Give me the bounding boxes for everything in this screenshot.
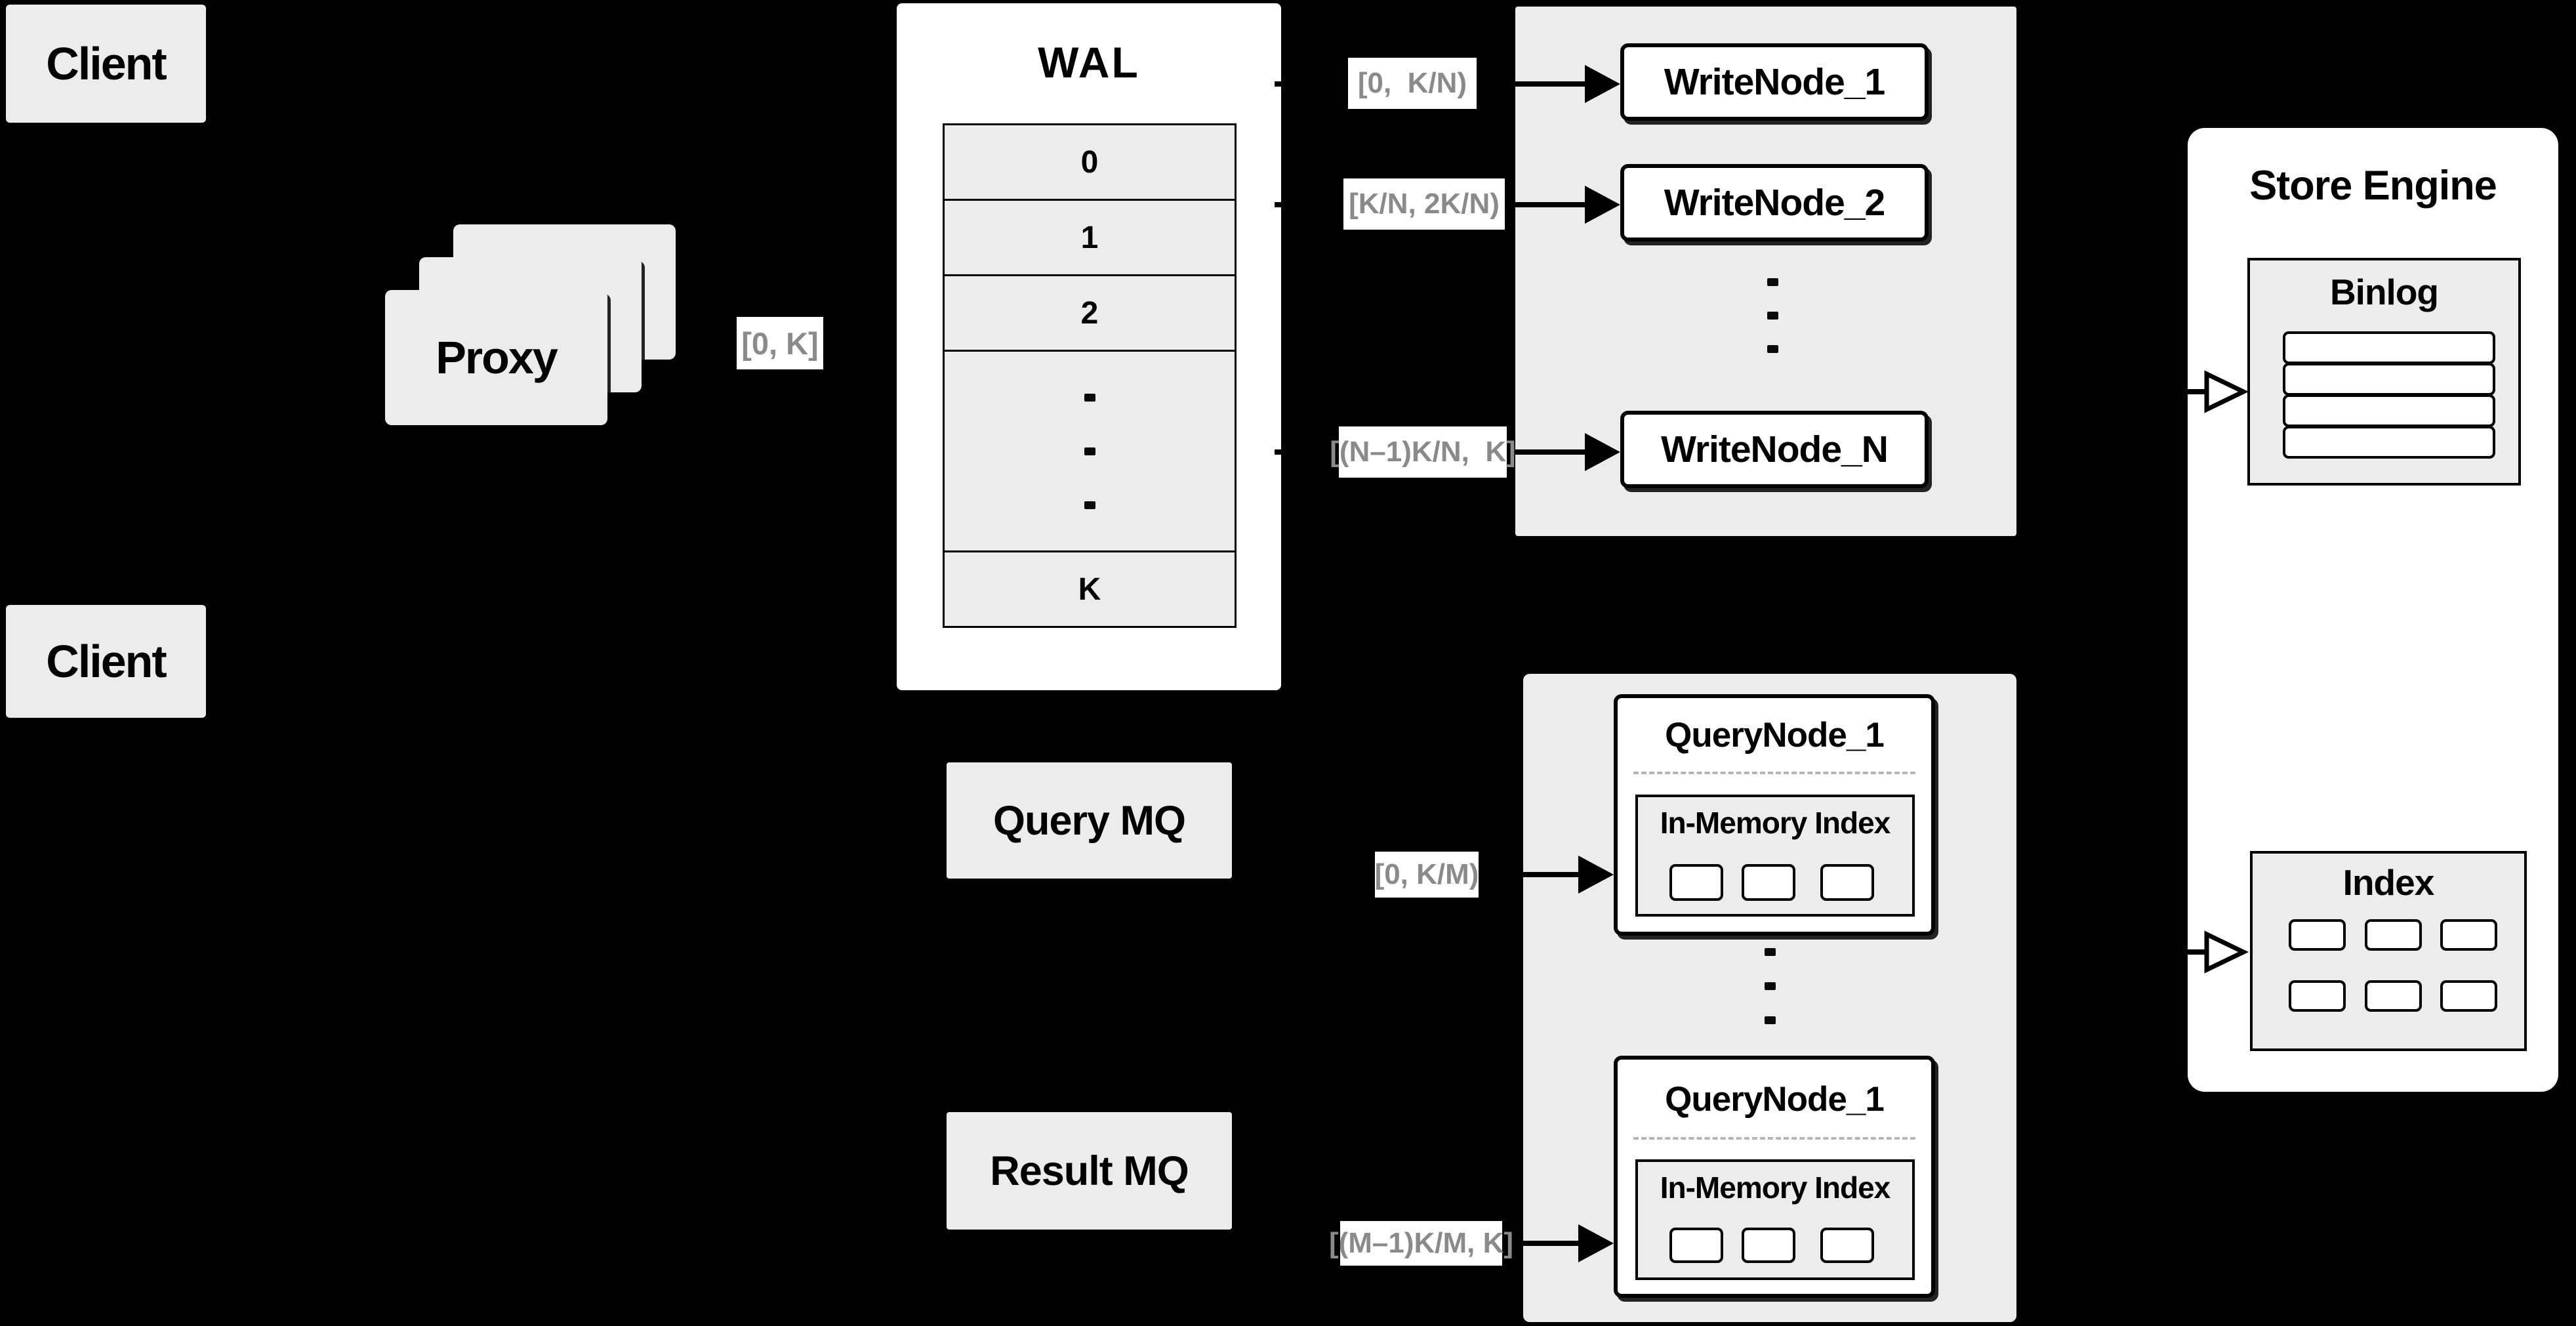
index-cell (2289, 980, 2346, 1012)
divider-dashed (1633, 772, 1915, 774)
index-cell (2440, 919, 2497, 951)
ellipsis-icon (1084, 393, 1095, 402)
wal-row-2: 2 (945, 274, 1235, 350)
wal-row-ellipsis (945, 350, 1235, 550)
range-label-text: [0, K] (741, 325, 819, 361)
ellipsis-icon (1765, 948, 1776, 956)
proxy-card-front: Proxy (385, 290, 607, 425)
wal-panel: WAL 0 1 2 K (897, 3, 1281, 690)
wal-row-k: K (945, 550, 1235, 626)
ellipsis-icon (1767, 312, 1778, 320)
range-label-write-node-2: [K/N, 2K/N) (1343, 178, 1505, 230)
proxy-label: Proxy (436, 332, 558, 383)
result-mq-box: Result MQ (947, 1112, 1232, 1230)
ellipsis-icon (1084, 501, 1095, 509)
client-box-top: Client (6, 5, 206, 123)
range-label-text: [(N–1)K/N, K] (1330, 436, 1516, 468)
segment-cell (1742, 1228, 1795, 1263)
ellipsis-icon (1765, 982, 1776, 990)
arrow-to-store-index (2132, 930, 2249, 974)
range-label-text: [0, K/N) (1357, 67, 1467, 99)
in-memory-index-title: In-Memory Index (1660, 1171, 1891, 1205)
wal-row-k-label: K (1078, 571, 1101, 607)
in-memory-index-box: In-Memory Index (1635, 1159, 1915, 1280)
query-mq-label: Query MQ (992, 797, 1186, 844)
query-node-1: QueryNode_1 In-Memory Index (1614, 694, 1935, 936)
divider-dashed (1633, 1137, 1915, 1140)
range-label-text: [K/N, 2K/N) (1349, 188, 1500, 220)
index-cell (2365, 980, 2422, 1012)
ellipsis-icon (1765, 1016, 1776, 1024)
index-cell (2365, 919, 2422, 951)
write-node-ellipsis (1767, 278, 1778, 353)
range-label-text: [0, K/M) (1374, 858, 1479, 890)
binlog-row (2283, 426, 2495, 459)
range-label-query-node-m: [(M–1)K/M, K] (1329, 1221, 1513, 1266)
index-cell (2440, 980, 2497, 1012)
result-mq-label: Result MQ (990, 1148, 1189, 1194)
ellipsis-icon (1767, 345, 1778, 353)
range-label-query-node-1: [0, K/M) (1375, 852, 1479, 898)
binlog-row (2283, 331, 2495, 364)
segment-cell (1669, 1228, 1723, 1263)
ellipsis-icon (1084, 447, 1095, 455)
write-node-n-label: WriteNode_N (1661, 428, 1889, 470)
range-label-proxy-to-wal: [0, K] (737, 317, 823, 369)
range-label-write-node-n: [(N–1)K/N, K] (1330, 426, 1516, 478)
segment-cell (1669, 864, 1723, 901)
write-node-n: WriteNode_N (1620, 411, 1929, 488)
index-title: Index (2342, 862, 2435, 903)
wal-row-2-label: 2 (1080, 295, 1099, 331)
store-engine-panel: Store Engine Binlog Index (2188, 128, 2558, 1092)
write-node-1-label: WriteNode_1 (1664, 61, 1885, 103)
range-label-text: [(M–1)K/M, K] (1328, 1227, 1514, 1259)
ellipsis-icon (1767, 278, 1778, 286)
client-box-bottom: Client (6, 605, 206, 718)
index-cell (2289, 919, 2346, 951)
query-node-2: QueryNode_1 In-Memory Index (1614, 1056, 1935, 1298)
binlog-box: Binlog (2247, 258, 2521, 486)
wal-title: WAL (1038, 38, 1140, 87)
in-memory-index-title: In-Memory Index (1660, 806, 1891, 840)
store-engine-title: Store Engine (2249, 163, 2497, 209)
index-box: Index (2250, 851, 2527, 1051)
client-top-label: Client (46, 38, 167, 89)
range-label-write-node-1: [0, K/N) (1348, 58, 1477, 109)
wal-log-table: 0 1 2 K (943, 123, 1237, 628)
write-node-1: WriteNode_1 (1620, 43, 1929, 121)
arrow-writenodes-to-binlog (2132, 370, 2249, 413)
query-mq-box: Query MQ (947, 762, 1232, 879)
wal-row-0: 0 (945, 125, 1235, 199)
client-bottom-label: Client (46, 636, 167, 687)
segment-cell (1820, 1228, 1874, 1263)
binlog-title: Binlog (2329, 272, 2439, 312)
wal-row-0-label: 0 (1080, 144, 1099, 180)
query-node-1-title: QueryNode_1 (1665, 716, 1885, 755)
query-node-ellipsis (1765, 948, 1776, 1024)
in-memory-index-box: In-Memory Index (1635, 795, 1915, 917)
wal-row-1: 1 (945, 199, 1235, 274)
wal-row-1-label: 1 (1080, 220, 1099, 255)
write-node-2-label: WriteNode_2 (1664, 182, 1885, 224)
write-node-2: WriteNode_2 (1620, 164, 1929, 241)
segment-cell (1820, 864, 1874, 901)
segment-cell (1742, 864, 1795, 901)
query-node-2-title: QueryNode_1 (1665, 1080, 1885, 1119)
